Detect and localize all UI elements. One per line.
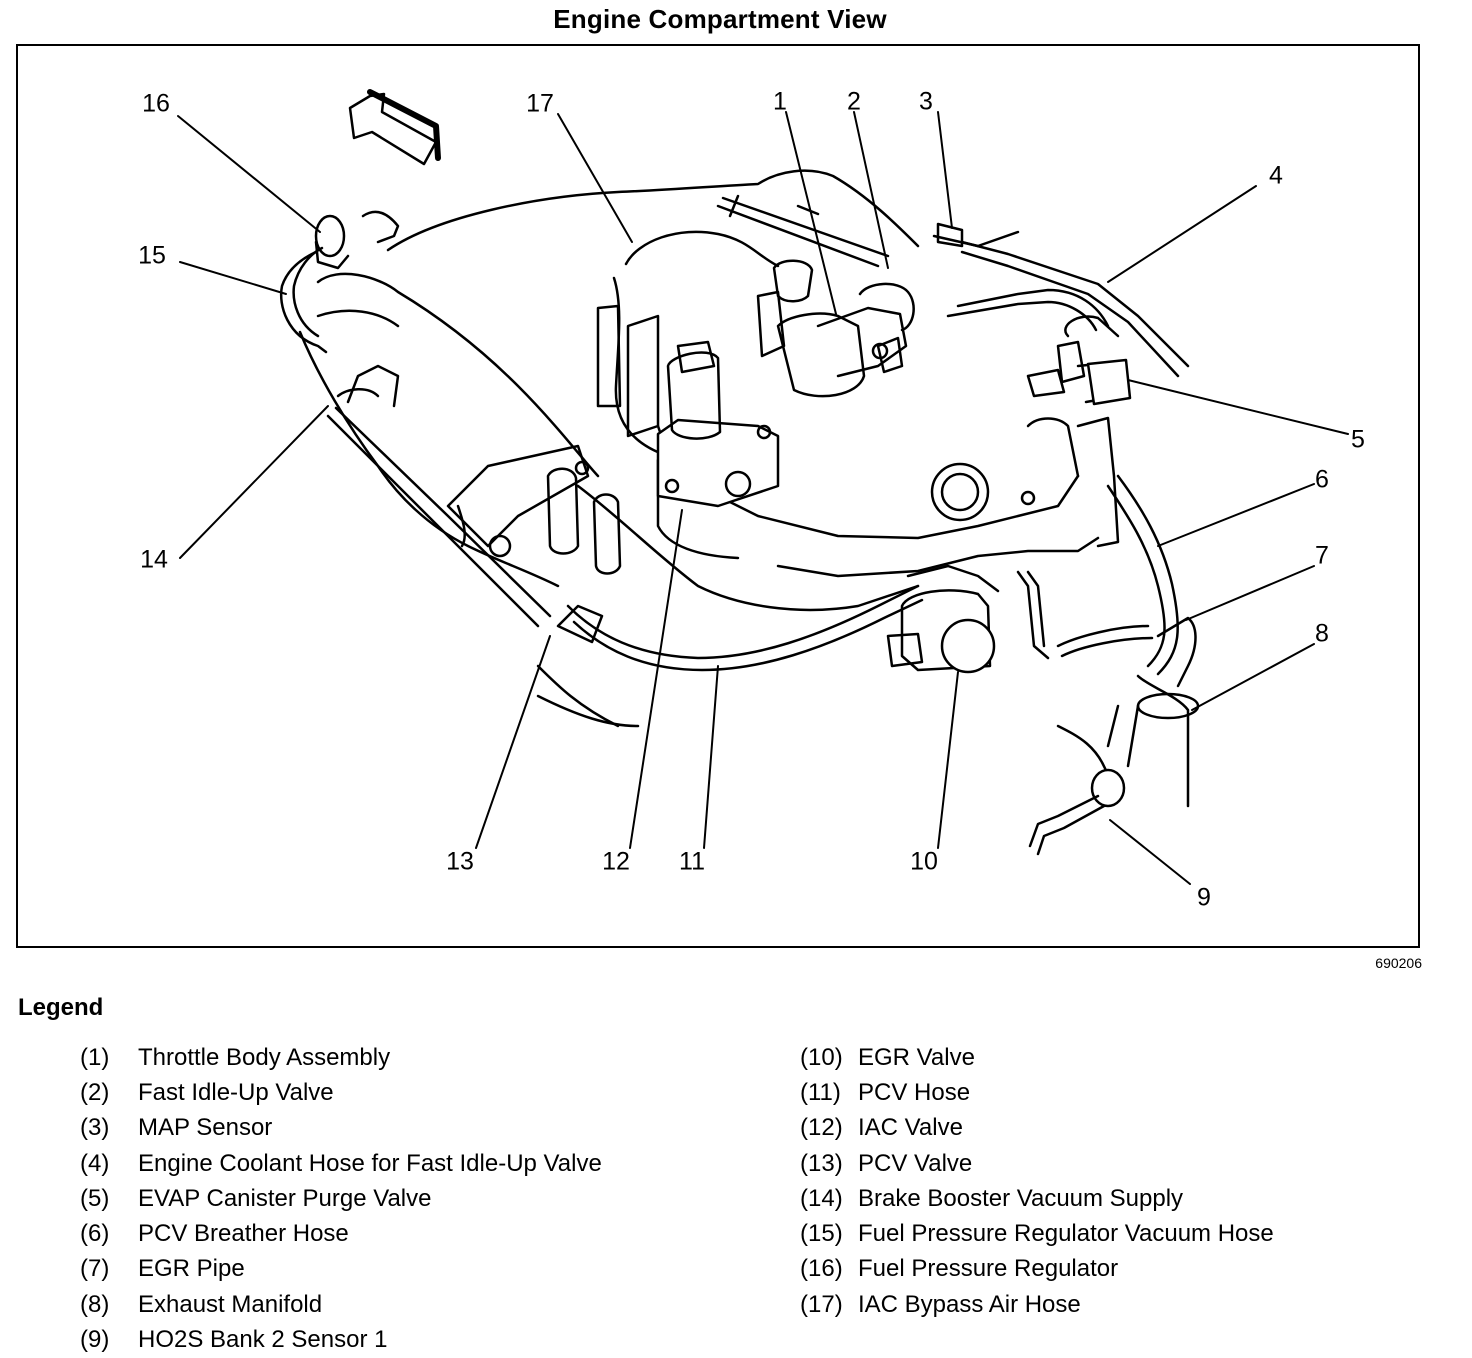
callout-8: 8 xyxy=(1315,619,1329,648)
callout-6: 6 xyxy=(1315,465,1329,494)
callout-14: 14 xyxy=(140,545,168,574)
legend-text: IAC Valve xyxy=(858,1114,963,1142)
legend-item: (1) Throttle Body Assembly xyxy=(80,1040,602,1075)
callout-12: 12 xyxy=(602,847,630,876)
legend-text: PCV Valve xyxy=(858,1149,973,1177)
engine-line-drawing xyxy=(177,89,1349,885)
legend-item: (6) PCV Breather Hose xyxy=(80,1216,602,1251)
legend-number: (2) xyxy=(80,1078,110,1106)
legend-text: MAP Sensor xyxy=(138,1114,273,1142)
legend-text: EVAP Canister Purge Valve xyxy=(138,1184,432,1212)
legend-text: Fuel Pressure Regulator Vacuum Hose xyxy=(858,1220,1274,1248)
legend-number: (12) xyxy=(800,1114,843,1142)
engine-upper-outline xyxy=(386,169,1190,378)
throttle-body xyxy=(756,259,915,398)
legend-text: PCV Breather Hose xyxy=(138,1220,349,1248)
legend-number: (16) xyxy=(800,1255,843,1283)
legend-item: (9) HO2S Bank 2 Sensor 1 xyxy=(80,1322,602,1357)
legend-item: (14) Brake Booster Vacuum Supply xyxy=(800,1181,1274,1216)
figure-id: 690206 xyxy=(1375,955,1422,971)
legend-text: PCV Hose xyxy=(858,1078,971,1106)
callout-leader-lines xyxy=(177,111,1349,885)
legend-item: (5) EVAP Canister Purge Valve xyxy=(80,1181,602,1216)
diagram-title: Engine Compartment View xyxy=(553,4,887,34)
legend-number: (8) xyxy=(80,1290,110,1318)
legend-text: Throttle Body Assembly xyxy=(138,1043,391,1071)
legend-text: EGR Pipe xyxy=(138,1255,245,1283)
callout-5: 5 xyxy=(1351,425,1365,454)
legend-text: Fuel Pressure Regulator xyxy=(858,1255,1119,1283)
callout-16: 16 xyxy=(142,89,170,118)
legend-text: Exhaust Manifold xyxy=(138,1290,323,1318)
callout-1: 1 xyxy=(773,87,787,116)
legend-item: (10) EGR Valve xyxy=(800,1040,1274,1075)
legend-column-left: (1) Throttle Body Assembly (2) Fast Idle-U… xyxy=(80,1040,602,1358)
intake-manifold xyxy=(576,230,1120,612)
legend-number: (11) xyxy=(800,1078,841,1106)
legend-number: (14) xyxy=(800,1184,843,1212)
pcv-breather-and-egr xyxy=(1016,474,1197,688)
legend-number: (1) xyxy=(80,1043,110,1071)
legend-number: (3) xyxy=(80,1114,110,1142)
callout-3: 3 xyxy=(919,87,933,116)
ho2s-sensor xyxy=(1028,724,1126,856)
legend-number: (4) xyxy=(80,1149,110,1177)
legend-item: (12) IAC Valve xyxy=(800,1111,1274,1146)
callout-17: 17 xyxy=(526,89,554,118)
legend-item: (4) Engine Coolant Hose for Fast Idle-Up … xyxy=(80,1146,602,1181)
legend-text: Brake Booster Vacuum Supply xyxy=(858,1184,1184,1212)
legend-number: (17) xyxy=(800,1290,843,1318)
legend-number: (13) xyxy=(800,1149,843,1177)
evap-purge-valve xyxy=(1026,358,1132,406)
legend-item: (3) MAP Sensor xyxy=(80,1111,602,1146)
legend-text: Engine Coolant Hose for Fast Idle-Up Val… xyxy=(138,1149,602,1177)
legend-number: (5) xyxy=(80,1184,110,1212)
legend-number: (6) xyxy=(80,1220,110,1248)
legend-text: Fast Idle-Up Valve xyxy=(138,1078,334,1106)
legend-column-right: (10) EGR Valve (11) PCV Hose (12) IAC Valve… xyxy=(800,1040,1274,1322)
legend-text: EGR Valve xyxy=(858,1043,975,1071)
fuel-pressure-regulator xyxy=(279,210,400,354)
callout-2: 2 xyxy=(847,87,861,116)
pcv-hose-and-valve xyxy=(536,584,924,728)
callout-15: 15 xyxy=(138,241,166,270)
legend-number: (10) xyxy=(800,1043,843,1071)
callout-11: 11 xyxy=(679,847,705,876)
callout-4: 4 xyxy=(1269,161,1283,190)
legend-text: HO2S Bank 2 Sensor 1 xyxy=(138,1326,388,1354)
legend-text: IAC Bypass Air Hose xyxy=(858,1290,1081,1318)
egr-valve xyxy=(886,564,1000,674)
callout-9: 9 xyxy=(1197,883,1211,912)
legend-heading: Legend xyxy=(18,994,104,1021)
legend-item: (8) Exhaust Manifold xyxy=(80,1287,602,1322)
front-direction-arrow xyxy=(348,89,441,166)
callout-13: 13 xyxy=(446,847,474,876)
legend-number: (9) xyxy=(80,1326,110,1354)
legend-item: (2) Fast Idle-Up Valve xyxy=(80,1075,602,1110)
iac-valve xyxy=(626,314,780,508)
legend-item: (11) PCV Hose xyxy=(800,1075,1274,1110)
legend-item: (7) EGR Pipe xyxy=(80,1252,602,1287)
legend-item: (13) PCV Valve xyxy=(800,1146,1274,1181)
legend-item: (15) Fuel Pressure Regulator Vacuum Hose xyxy=(800,1216,1274,1251)
callout-7: 7 xyxy=(1315,541,1329,570)
legend-item: (16) Fuel Pressure Regulator xyxy=(800,1252,1274,1287)
brake-booster-pipe xyxy=(326,364,552,628)
cylinder-head-cover xyxy=(298,272,622,588)
legend-number: (15) xyxy=(800,1220,843,1248)
callout-10: 10 xyxy=(910,847,938,876)
legend-item: (17) IAC Bypass Air Hose xyxy=(800,1287,1274,1322)
engine-illustration-frame: 16 17 1 2 3 4 15 5 6 7 14 8 13 12 11 10 … xyxy=(16,44,1420,948)
legend-number: (7) xyxy=(80,1255,110,1283)
